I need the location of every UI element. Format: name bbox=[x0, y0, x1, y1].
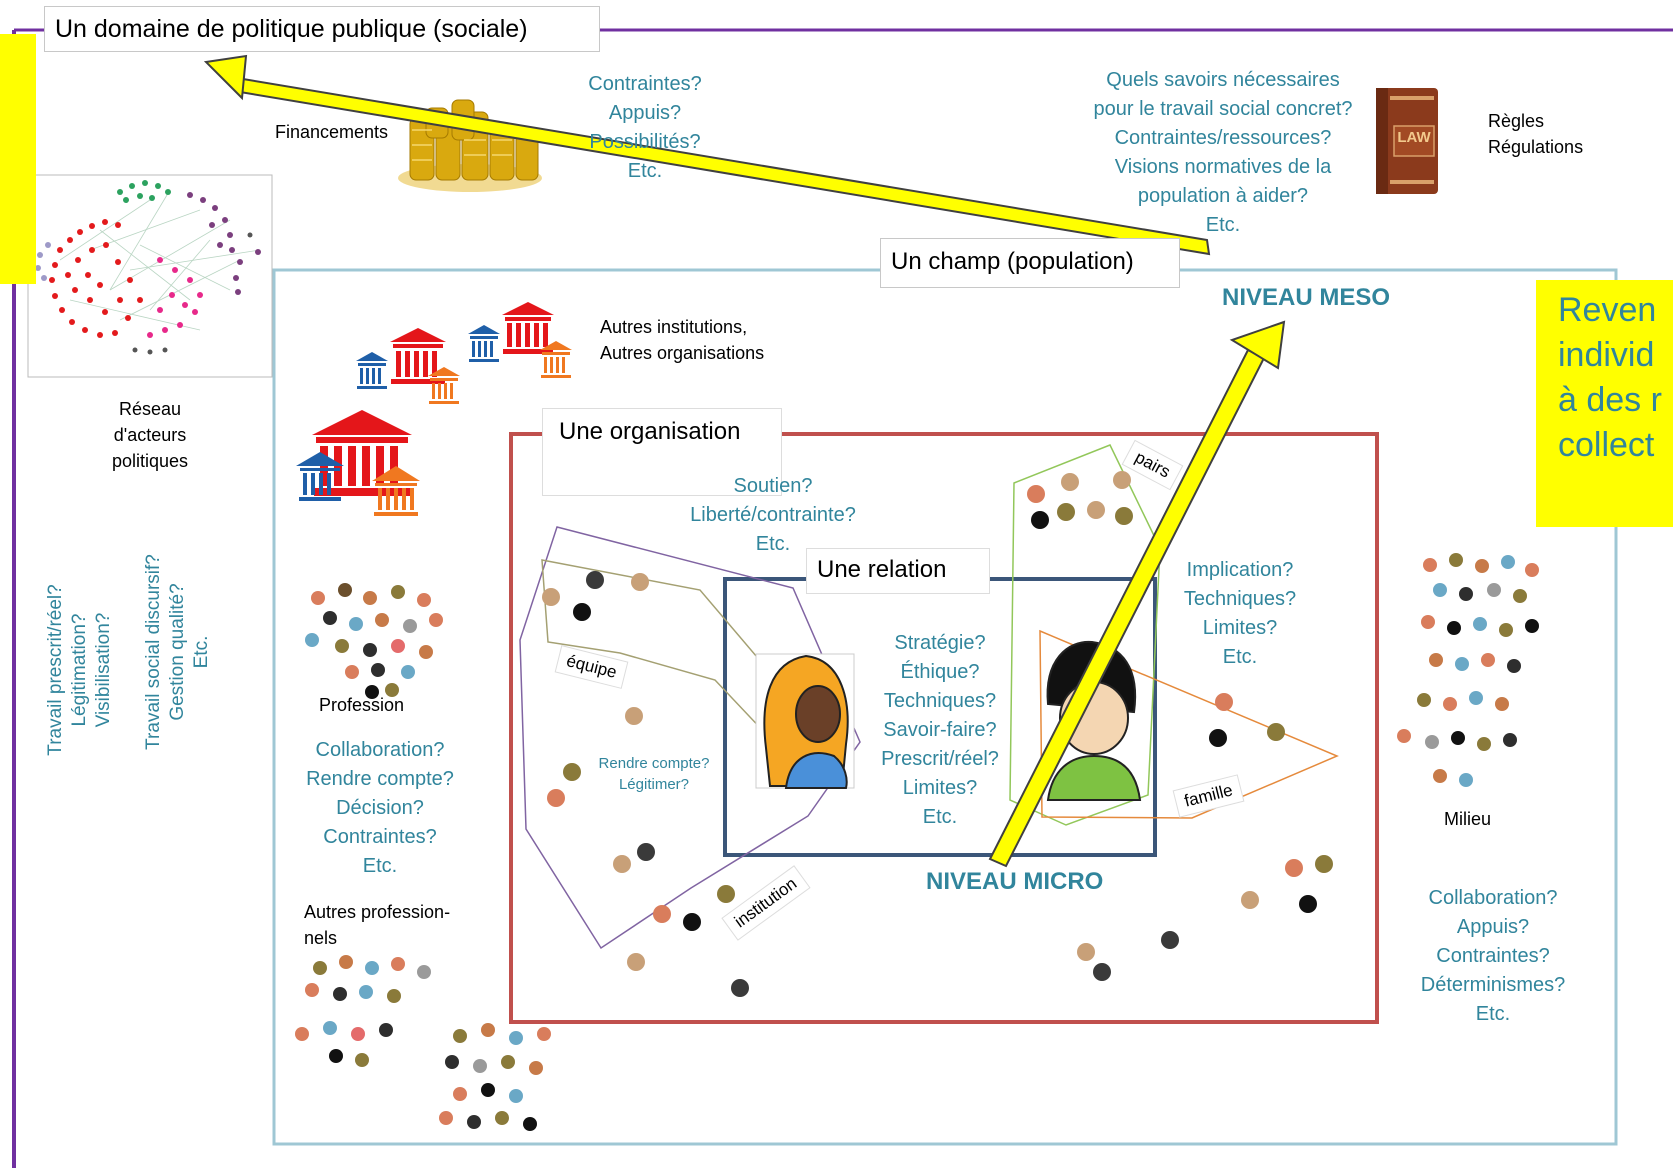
autres-institutions-line: Autres institutions, bbox=[600, 317, 748, 337]
regulations-line: Régulations bbox=[1488, 137, 1584, 157]
question-item: Limites? bbox=[1202, 617, 1278, 639]
coins-illustration bbox=[398, 99, 542, 192]
question-item: Contraintes? bbox=[323, 826, 437, 848]
network-nodes bbox=[35, 180, 261, 355]
law-book-text: LAW bbox=[1397, 129, 1431, 146]
question-item: Contraintes/ressources? bbox=[1114, 127, 1332, 149]
question-item: Etc. bbox=[362, 855, 398, 877]
question-item: Rendre compte? bbox=[598, 755, 710, 772]
question-item: Rendre compte? bbox=[306, 768, 454, 790]
question-item: Visions normatives de la bbox=[1114, 156, 1332, 178]
question-item: Collaboration? bbox=[1428, 887, 1558, 909]
question-item: Etc. bbox=[1475, 1003, 1511, 1025]
question-item: Éthique? bbox=[900, 661, 980, 683]
reseau-line: d'acteurs bbox=[113, 425, 187, 445]
callout-line-3: à des r bbox=[1558, 381, 1662, 419]
question-item: Appuis? bbox=[608, 102, 682, 124]
reseau-line: Réseau bbox=[118, 399, 182, 419]
question-item: Savoir-faire? bbox=[883, 719, 997, 741]
organisation-box bbox=[509, 432, 1379, 1024]
question-item: population à aider? bbox=[1137, 185, 1309, 207]
crowd-milieu bbox=[1397, 553, 1539, 787]
famille-outline bbox=[1039, 629, 1339, 819]
avatar-social-worker bbox=[755, 653, 855, 789]
question-item: Etc. bbox=[1205, 214, 1241, 236]
milieu-label: Milieu bbox=[1444, 809, 1492, 829]
yellow-callout-left bbox=[0, 34, 36, 284]
autres-professionnels-line: nels bbox=[304, 928, 338, 948]
institution-buildings bbox=[296, 302, 572, 516]
question-item: Etc. bbox=[922, 806, 958, 828]
champ-label: Un champ (population) bbox=[880, 238, 1180, 288]
questions-rendre-compte: Rendre compte? Légitimer? bbox=[584, 753, 724, 795]
niveau-micro-label: NIVEAU MICRO bbox=[926, 868, 1104, 895]
question-item: Techniques? bbox=[1183, 588, 1297, 610]
callout-line-4: collect bbox=[1558, 426, 1655, 464]
organisation-label-text: Une organisation bbox=[559, 418, 741, 445]
relation-label: Une relation bbox=[806, 548, 990, 594]
questions-milieu: Collaboration? Appuis? Contraintes? Déte… bbox=[1398, 884, 1588, 1029]
question-item: Contraintes? bbox=[588, 73, 702, 95]
vertical-question-item: Etc. bbox=[191, 635, 212, 669]
question-item: Prescrit/réel? bbox=[881, 748, 999, 770]
financements-label: Financements bbox=[275, 122, 389, 142]
regles-label: Règles Régulations bbox=[1488, 108, 1583, 160]
arrow-to-policy bbox=[203, 54, 1211, 256]
questions-implication: Implication? Techniques? Limites? Etc. bbox=[1160, 556, 1320, 672]
vertical-question-item: Visibilisation? bbox=[93, 612, 114, 728]
policy-domain-label: Un domaine de politique publique (social… bbox=[44, 6, 600, 52]
question-item: Liberté/contrainte? bbox=[690, 504, 856, 526]
reseau-line: politiques bbox=[111, 451, 189, 471]
vertical-question-item: Légitimation? bbox=[69, 613, 90, 727]
reseau-label: Réseau d'acteurs politiques bbox=[90, 396, 210, 474]
yellow-callout-right: Reven individ à des r collect bbox=[1536, 280, 1673, 527]
law-book-illustration bbox=[1376, 88, 1438, 194]
pairs-outline bbox=[1009, 444, 1161, 826]
equipe-outline bbox=[541, 559, 786, 754]
question-item: pour le travail social concret? bbox=[1093, 98, 1353, 120]
vertical-question-item: Travail prescrit/réel? bbox=[45, 584, 66, 756]
question-item: Etc. bbox=[1222, 646, 1258, 668]
callout-line-1: Reven bbox=[1558, 291, 1657, 329]
question-item: Limites? bbox=[902, 777, 978, 799]
question-item: Collaboration? bbox=[315, 739, 445, 761]
arrow-to-meso bbox=[988, 320, 1286, 868]
regles-line: Règles bbox=[1488, 111, 1545, 131]
question-item: Contraintes? bbox=[1436, 945, 1550, 967]
question-item: Appuis? bbox=[1456, 916, 1530, 938]
question-item: Possibilités? bbox=[589, 131, 701, 153]
question-item: Etc. bbox=[627, 160, 663, 182]
profession-label: Profession bbox=[319, 695, 405, 715]
question-item: Soutien? bbox=[733, 475, 813, 497]
question-item: Légitimer? bbox=[618, 776, 690, 793]
crowd-autres-professionnels bbox=[295, 955, 551, 1131]
question-item: Décision? bbox=[336, 797, 424, 819]
question-item: Déterminismes? bbox=[1420, 974, 1566, 996]
question-item: Stratégie? bbox=[894, 632, 986, 654]
question-item: Quels savoirs nécessaires bbox=[1106, 69, 1340, 91]
organisation-label: Une organisation bbox=[542, 408, 782, 496]
questions-profession: Collaboration? Rendre compte? Décision? … bbox=[290, 736, 470, 881]
institution-outline bbox=[519, 526, 861, 950]
callout-line-2: individ bbox=[1558, 336, 1655, 374]
autres-organisations-line: Autres organisations bbox=[600, 343, 765, 363]
question-item: Techniques? bbox=[883, 690, 997, 712]
vertical-question-item: Travail social discursif? bbox=[143, 554, 164, 750]
questions-relation: Stratégie? Éthique? Techniques? Savoir-f… bbox=[860, 629, 1020, 832]
questions-savoirs: Quels savoirs nécessaires pour le travai… bbox=[1060, 66, 1386, 240]
niveau-meso-label: NIVEAU MESO bbox=[1222, 284, 1391, 311]
people-crowds bbox=[295, 471, 1539, 1131]
questions-financements: Contraintes? Appuis? Possibilités? Etc. bbox=[570, 70, 720, 186]
autres-institutions-label: Autres institutions, Autres organisation… bbox=[600, 314, 764, 366]
question-item: Implication? bbox=[1186, 559, 1294, 581]
scattered-people bbox=[542, 471, 1333, 997]
questions-organisation: Soutien? Liberté/contrainte? Etc. bbox=[670, 472, 876, 559]
autres-professionnels-label: Autres profession- nels bbox=[304, 899, 450, 951]
autres-professionnels-line: Autres profession- bbox=[304, 902, 451, 922]
vertical-question-item: Gestion qualité? bbox=[167, 583, 188, 721]
question-item: Etc. bbox=[755, 533, 791, 555]
reseau-frame bbox=[27, 174, 273, 378]
crowd-profession bbox=[305, 583, 443, 699]
